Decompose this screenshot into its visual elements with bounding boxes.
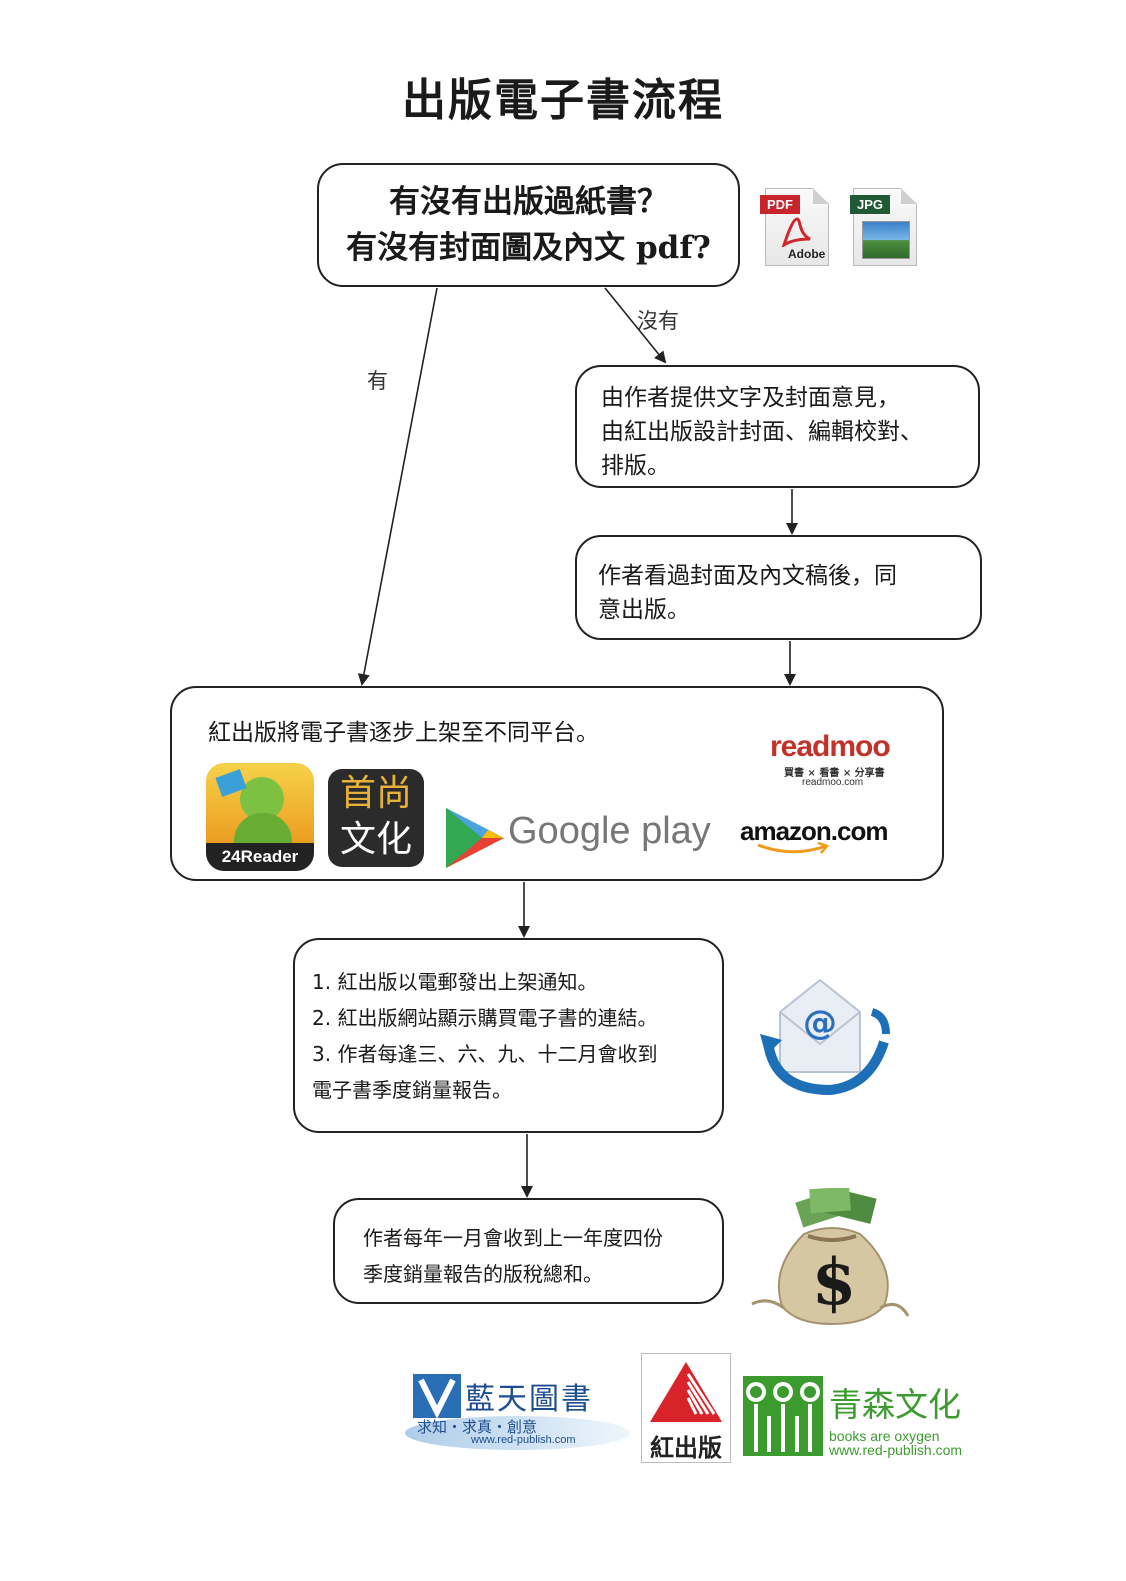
step-notify-line-4: 電子書季度銷量報告。: [312, 1078, 512, 1102]
step-provide-line-1: 由作者提供文字及封面意見，: [601, 385, 900, 411]
arrow-no-branch: [604, 287, 667, 364]
label-yes: 有: [367, 369, 388, 393]
24reader-label: 24Reader: [206, 843, 314, 871]
step-royalty: 作者每年一月會收到上一年度四份 季度銷量報告的版稅總和。: [333, 1198, 724, 1304]
google-play-label: Google play: [508, 810, 711, 852]
step-provide-line-3: 排版。: [601, 453, 670, 479]
landscape-thumbnail-icon: [862, 221, 910, 259]
money-bag-icon: $: [751, 1188, 910, 1326]
shoushang-line-2: 文化: [339, 819, 412, 860]
step-notify-line-1: 1. 紅出版以電郵發出上架通知。: [312, 970, 598, 994]
step-publish-platforms: 紅出版將電子書逐步上架至不同平台。 24Reader 首尚 文化 Google …: [170, 686, 944, 881]
page-title: 出版電子書流程: [402, 75, 724, 126]
pdf-tag: PDF: [760, 195, 800, 214]
question-line-1: 有沒有出版過紙書？: [389, 184, 668, 220]
arrow-yes-branch: [357, 287, 438, 686]
24reader-logo: 24Reader: [206, 763, 314, 871]
jpg-tag: JPG: [850, 195, 891, 214]
pdf-file-icon: PDF Adobe: [760, 188, 829, 266]
acrobat-icon: [781, 217, 811, 247]
label-no: 沒有: [637, 309, 679, 333]
lantian-swoosh: [405, 1416, 630, 1450]
lantian-slogan: 求知・求真・創意: [417, 1418, 538, 1436]
amazon-logo: amazon.com: [740, 816, 888, 846]
readmoo-slogan: 買書 × 看書 × 分享書: [784, 768, 885, 779]
qingsen-slogan: books are oxygen: [829, 1428, 940, 1444]
lantian-name: 藍天圖書: [465, 1382, 593, 1417]
step-author-provide: 由作者提供文字及封面意見， 由紅出版設計封面、編輯校對、 排版。: [575, 365, 980, 488]
step-provide-line-2: 由紅出版設計封面、編輯校對、: [601, 419, 923, 445]
shoushang-line-1: 首尚: [339, 773, 412, 814]
step-author-approve: 作者看過封面及內文稿後，同 意出版。: [575, 535, 982, 640]
google-play-icon: [446, 808, 504, 868]
qingsen-url: www.red-publish.com: [829, 1442, 963, 1458]
readmoo-url: readmoo.com: [802, 777, 864, 788]
svg-text:$: $: [812, 1245, 857, 1320]
shoushang-logo: 首尚 文化: [328, 769, 424, 867]
step-approve-line-1: 作者看過封面及內文稿後，同: [598, 563, 897, 589]
step-notify: 1. 紅出版以電郵發出上架通知。 2. 紅出版網站顯示購買電子書的連結。 3. …: [293, 938, 724, 1133]
step-notify-line-3: 3. 作者每逢三、六、九、十二月會收到: [312, 1042, 658, 1066]
red-publish-emblem-icon: [650, 1362, 722, 1422]
qingsen-logo: 青森文化 books are oxygen www.red-publish.co…: [743, 1376, 973, 1460]
step-royalty-line-2: 季度銷量報告的版稅總和。: [363, 1262, 603, 1286]
question-box: 有沒有出版過紙書？ 有沒有封面圖及內文 pdf?: [317, 163, 740, 287]
pdf-caption: Adobe: [788, 247, 826, 261]
qingsen-trees-icon: [743, 1376, 823, 1456]
jpg-file-icon: JPG: [850, 188, 917, 266]
step-approve-line-2: 意出版。: [598, 597, 690, 623]
readmoo-logo: readmoo: [770, 730, 891, 763]
question-line-2: 有沒有封面圖及內文 pdf?: [346, 230, 711, 266]
step-royalty-line-1: 作者每年一月會收到上一年度四份: [363, 1226, 663, 1250]
step-publish-text: 紅出版將電子書逐步上架至不同平台。: [208, 720, 599, 746]
lantian-v-icon: [413, 1374, 461, 1418]
step-notify-line-2: 2. 紅出版網站顯示購買電子書的連結。: [312, 1006, 658, 1030]
red-publish-logo: 紅出版: [641, 1353, 731, 1463]
lantian-url: www.red-publish.com: [471, 1434, 576, 1446]
qingsen-name: 青森文化: [829, 1385, 961, 1424]
lantian-logo: 藍天圖書 求知・求真・創意 www.red-publish.com: [405, 1372, 635, 1456]
email-icon: @: [760, 978, 890, 1096]
svg-text:@: @: [803, 1003, 837, 1043]
amazon-smile-icon: [757, 842, 830, 854]
red-publish-name: 紅出版: [650, 1433, 722, 1462]
